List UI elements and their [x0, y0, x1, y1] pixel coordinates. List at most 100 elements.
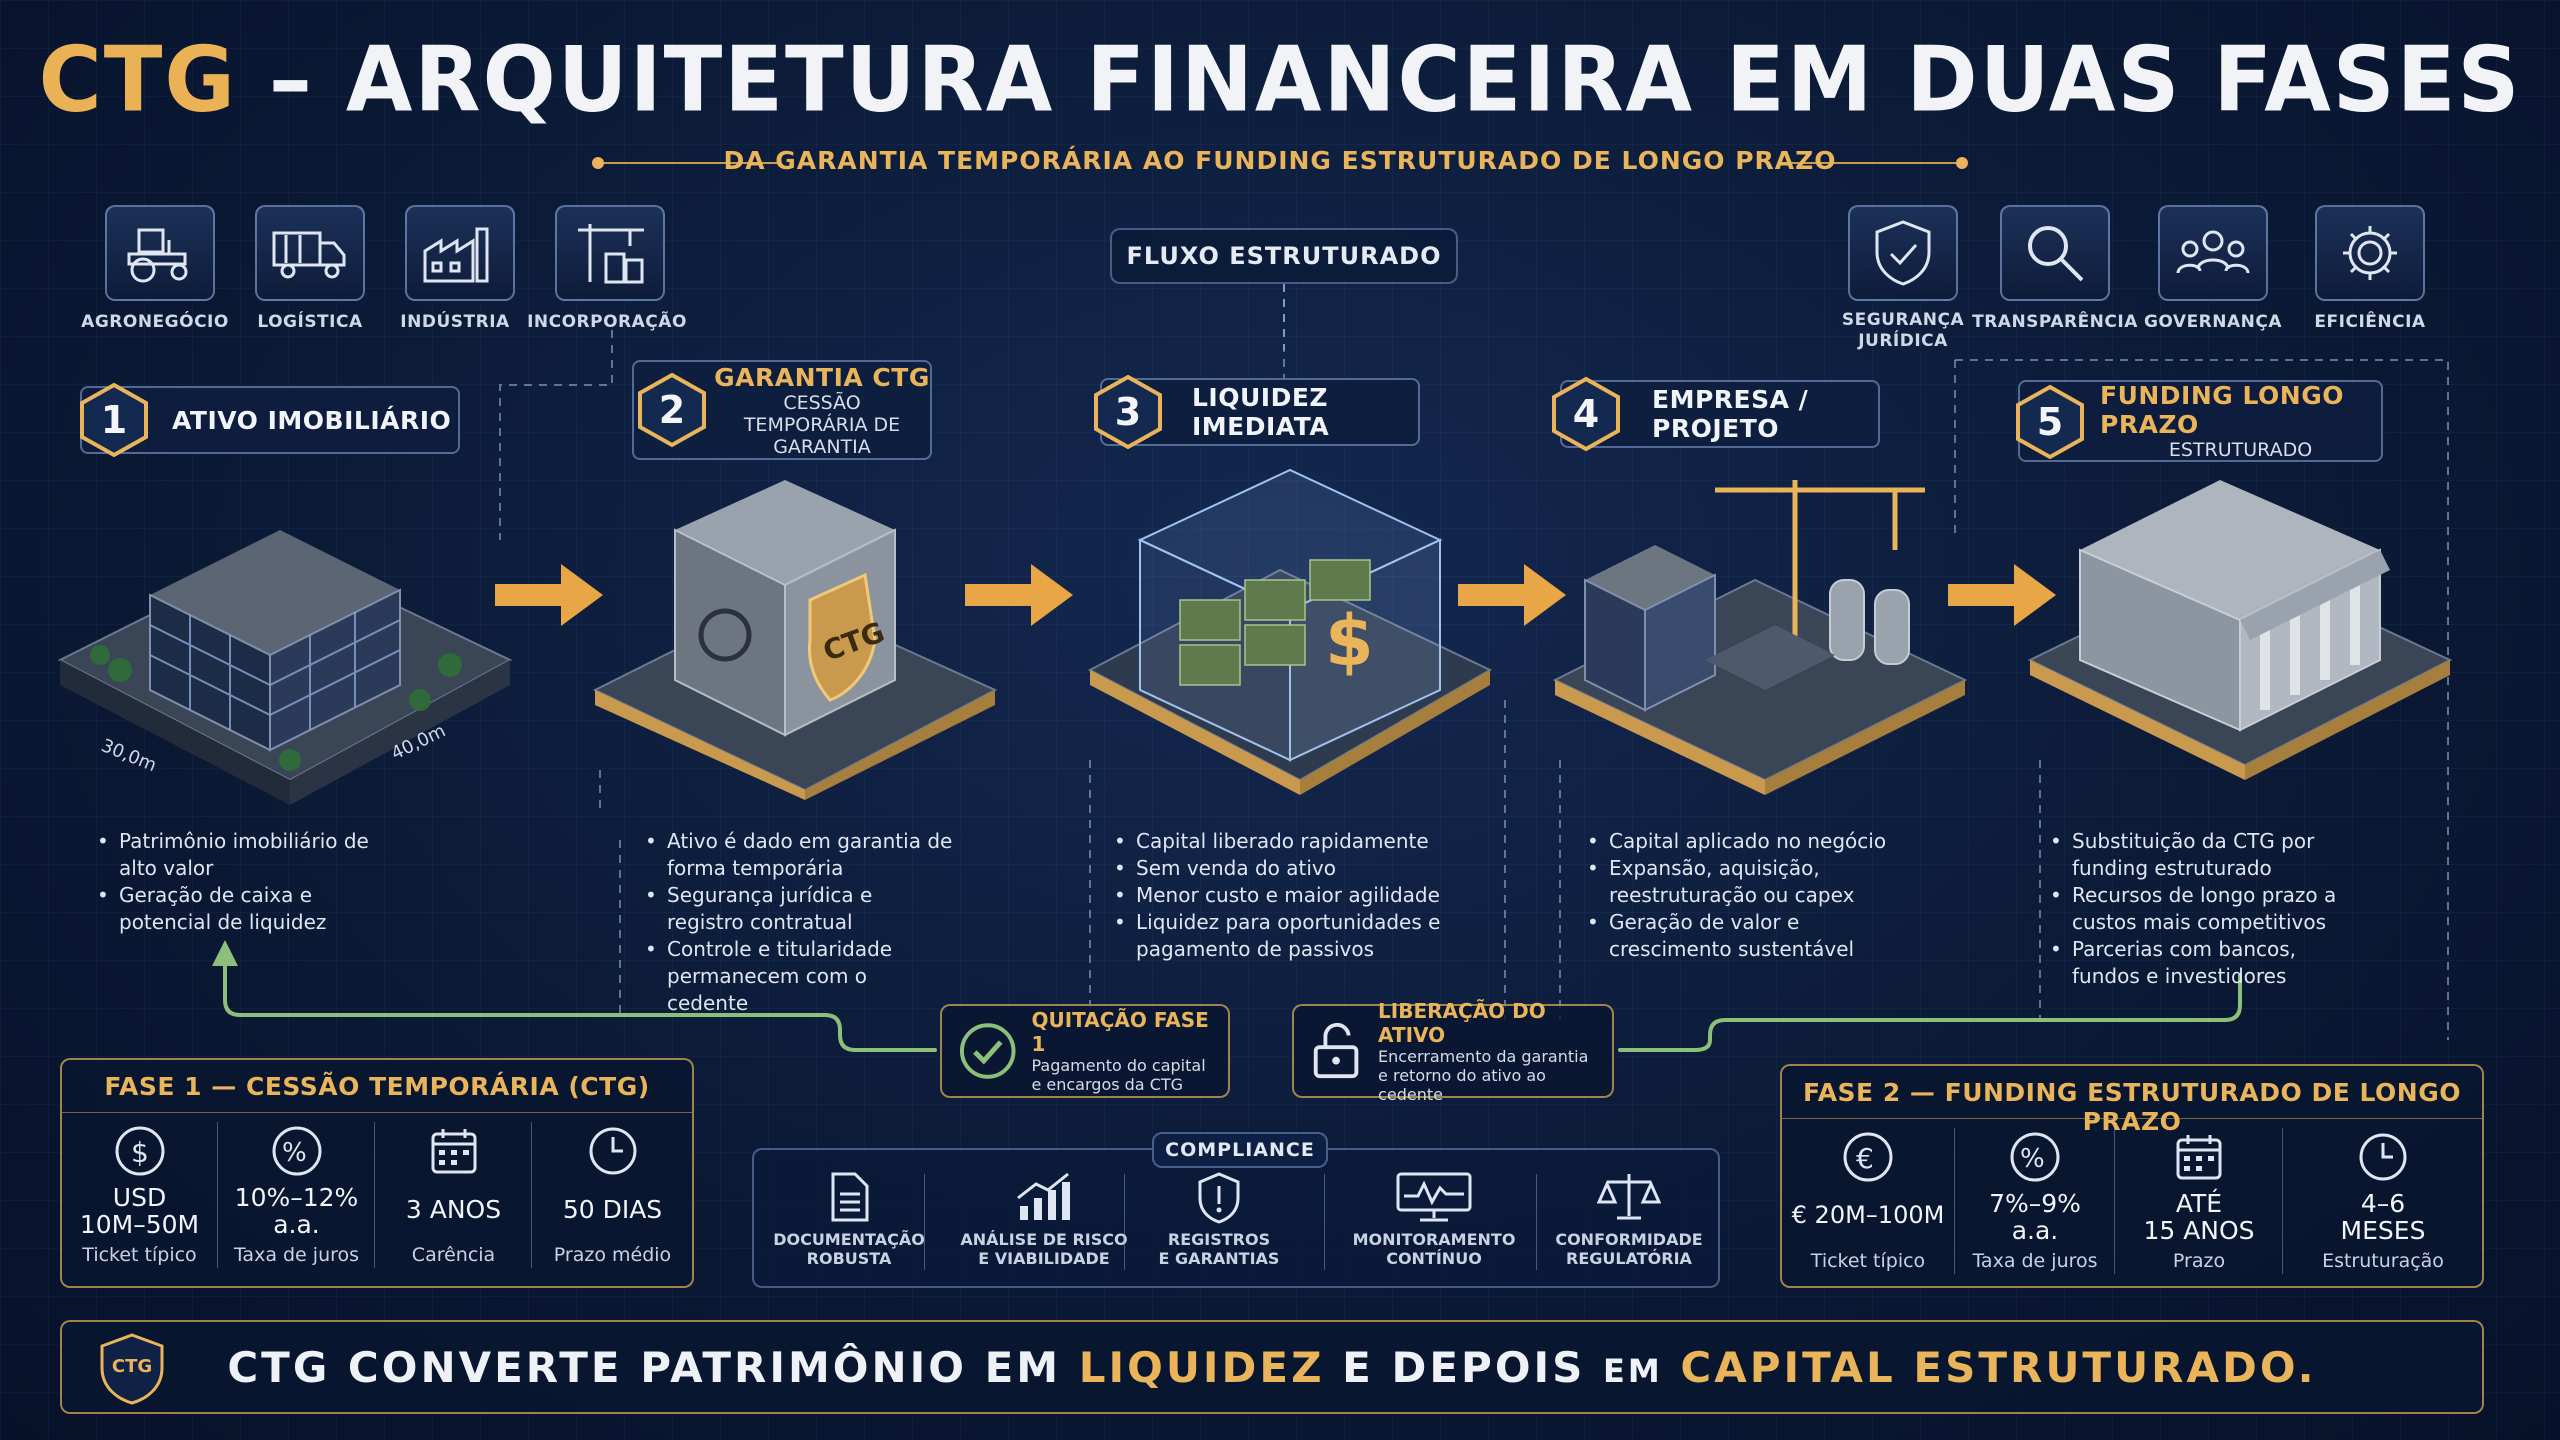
step-5-badge: 5: [2012, 384, 2088, 460]
list-item: Geração de caixa e potencial de liquidez: [95, 882, 395, 936]
badge-quitacao: QUITAÇÃO FASE 1 Pagamento do capital e e…: [940, 1004, 1230, 1098]
step-2-subtitle: CESSÃO TEMPORÁRIA DE GARANTIA: [743, 391, 901, 458]
clock-icon: [2359, 1133, 2407, 1181]
sector-label-incorporacao: INCORPORAÇÃO: [527, 312, 687, 332]
dollar-sign-glyph: $: [1325, 600, 1374, 682]
step-5-subtitle: ESTRUTURADO: [2168, 439, 2313, 461]
tractor-icon: [105, 205, 215, 301]
list-item: Recursos de longo prazo a custos mais co…: [2048, 882, 2368, 936]
flow-arrow-1: [495, 564, 603, 626]
step-2-header: GARANTIA CTG CESSÃO TEMPORÁRIA DE GARANT…: [632, 360, 932, 460]
shield-icon: [1198, 1172, 1240, 1224]
fase-2-metric-taxa: % 7%–9% a.a. Taxa de juros: [1956, 1126, 2114, 1276]
flow-arrow-3: [1458, 564, 1566, 626]
svg-text:$: $: [131, 1136, 149, 1169]
step-2-bullets: Ativo é dado em garantia de forma tempor…: [643, 828, 953, 1017]
list-item: Geração de valor e crescimento sustentáv…: [1585, 909, 1915, 963]
step-4-badge: 4: [1548, 376, 1624, 452]
flow-label: FLUXO ESTRUTURADO: [1126, 242, 1442, 270]
fase-2-metric-ticket: € € 20M–100M Ticket típico: [1782, 1126, 1954, 1276]
shield-check-icon: [1848, 205, 1958, 301]
fase-2-title: FASE 2 — FUNDING ESTRUTURADO DE LONGO PR…: [1802, 1078, 2461, 1136]
document-icon: [831, 1172, 869, 1222]
list-item: Patrimônio imobiliário de alto valor: [95, 828, 395, 882]
fase-1-title: FASE 1 — CESSÃO TEMPORÁRIA (CTG): [104, 1072, 650, 1101]
subtitle-line-left: [600, 162, 780, 164]
calendar-icon: [431, 1129, 476, 1174]
list-item: Controle e titularidade permanecem com o…: [643, 936, 953, 1017]
crane-icon: [555, 205, 665, 301]
step-3-bullets: Capital liberado rapidamente Sem venda d…: [1112, 828, 1442, 963]
fase-1-metric-taxa: % 10%–12% a.a. Taxa de juros: [219, 1120, 374, 1270]
monitor-icon: [1396, 1172, 1472, 1222]
money-cube-illustration: $: [1087, 468, 1493, 795]
list-item: Liquidez para oportunidades e pagamento …: [1112, 909, 1442, 963]
principle-label-eficiencia: EFICIÊNCIA: [2314, 312, 2426, 332]
percent-icon: %: [2010, 1132, 2060, 1182]
fase-2-metric-prazo: ATÉ 15 ANOS Prazo: [2116, 1126, 2282, 1276]
flow-arrow-2: [965, 564, 1073, 626]
step-2-title: GARANTIA CTG: [714, 362, 930, 392]
ctg-logo: CTG: [96, 1332, 168, 1406]
sector-label-logistica: LOGÍSTICA: [257, 312, 363, 332]
subtitle-dot-left: [592, 157, 604, 169]
list-item: Sem venda do ativo: [1112, 855, 1442, 882]
scales-icon: [1597, 1174, 1661, 1220]
fase-2-metric-estruturacao: 4–6 MESES Estruturação: [2284, 1126, 2482, 1276]
step-1-bullets: Patrimônio imobiliário de alto valor Ger…: [95, 828, 395, 936]
bottom-banner: CTG CTG CONVERTE PATRIMÔNIO EM LIQUIDEZ …: [60, 1320, 2484, 1414]
fase-1-metric-prazo: 50 DIAS Prazo médio: [533, 1120, 692, 1270]
step-1-badge: 1: [76, 382, 152, 458]
people-icon: [2158, 205, 2268, 301]
company-project-illustration: [1552, 480, 1968, 795]
principle-label-governanca: GOVERNANÇA: [2143, 312, 2283, 332]
gear-icon: [2315, 205, 2425, 301]
list-item: Menor custo e maior agilidade: [1112, 882, 1442, 909]
step-3-badge: 3: [1090, 374, 1166, 450]
page-title: CTG – ARQUITETURA FINANCEIRA EM DUAS FAS…: [38, 27, 2522, 133]
step-1-title: ATIVO IMOBILIÁRIO: [172, 405, 452, 435]
unlock-icon: [1313, 1022, 1359, 1079]
percent-icon: %: [272, 1126, 321, 1176]
subtitle-dot-right: [1956, 157, 1968, 169]
step-4-header: EMPRESA / PROJETO: [1560, 380, 1880, 448]
subtitle-line-right: [1780, 162, 1960, 164]
list-item: Segurança jurídica e registro contratual: [643, 882, 953, 936]
fase-1-metric-carencia: 3 ANOS Carência: [376, 1120, 531, 1270]
flow-arrow-4: [1948, 564, 2056, 626]
fase-1-metric-ticket: $ USD 10M–50M Ticket típico: [62, 1120, 217, 1270]
bank-illustration: [2027, 480, 2453, 780]
magnifier-icon: [2000, 205, 2110, 301]
list-item: Capital aplicado no negócio: [1585, 828, 1915, 855]
factory-icon: [405, 205, 515, 301]
sector-label-industria: INDÚSTRIA: [400, 312, 510, 332]
dimension-label-a: 30,0m: [98, 735, 159, 776]
growth-chart-icon: [1017, 1172, 1070, 1220]
calendar-icon: [2176, 1135, 2222, 1180]
banner-statement: CTG CONVERTE PATRIMÔNIO EM LIQUIDEZ E DE…: [227, 1342, 2317, 1392]
building-illustration: 30,0m 40,0m: [57, 530, 513, 805]
page-subtitle: DA GARANTIA TEMPORÁRIA AO FUNDING ESTRUT…: [723, 146, 1837, 175]
step-3-title: LIQUIDEZ IMEDIATA: [1192, 383, 1330, 441]
dollar-icon: $: [115, 1126, 164, 1176]
sector-label-agro: AGRONEGÓCIO: [81, 312, 229, 332]
compliance-title-box: COMPLIANCE: [1152, 1132, 1328, 1168]
compliance-title: COMPLIANCE: [1165, 1139, 1315, 1161]
badge-liberacao: LIBERAÇÃO DO ATIVO Encerramento da garan…: [1292, 999, 1614, 1104]
step-5-bullets: Substituição da CTG por funding estrutur…: [2048, 828, 2368, 990]
check-circle-icon: [959, 1023, 1016, 1079]
list-item: Parcerias com bancos, fundos e investido…: [2048, 936, 2368, 990]
svg-text:%: %: [282, 1138, 307, 1168]
list-item: Ativo é dado em garantia de forma tempor…: [643, 828, 953, 882]
step-5-title: FUNDING LONGO PRAZO: [2100, 381, 2344, 439]
flow-label-box: FLUXO ESTRUTURADO: [1110, 228, 1458, 284]
step-4-title: EMPRESA / PROJETO: [1652, 385, 1809, 443]
